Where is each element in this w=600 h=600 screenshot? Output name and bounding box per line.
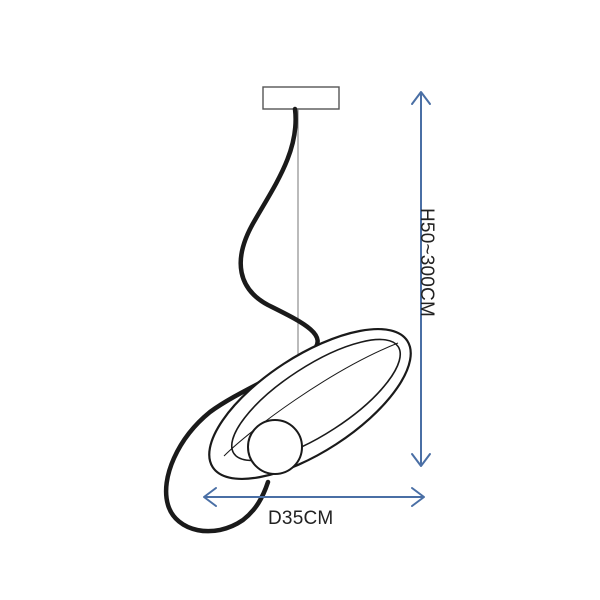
ceiling-canopy bbox=[262, 86, 340, 110]
diameter-dimension-arrow bbox=[203, 487, 425, 507]
height-dimension-label: H50~300CM bbox=[416, 208, 437, 317]
height-dimension-arrow bbox=[411, 91, 431, 467]
ring-shade-rim bbox=[223, 342, 399, 457]
globe-bulb bbox=[247, 419, 303, 475]
diameter-dimension-label: D35CM bbox=[268, 508, 334, 529]
